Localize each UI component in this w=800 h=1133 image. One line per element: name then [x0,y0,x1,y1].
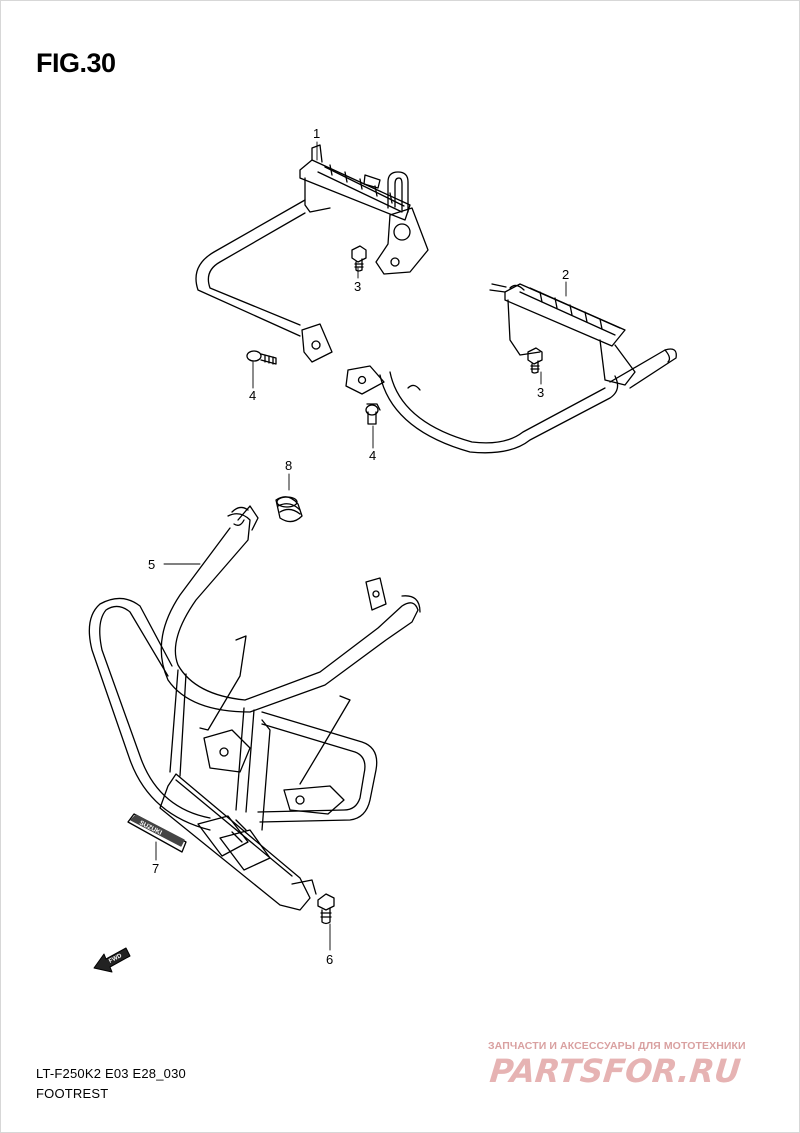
figure-title: FIG.30 [36,48,116,78]
callout-4-right: 4 [369,448,376,463]
model-code: LT-F250K2 E03 E28_030 [36,1066,186,1081]
forward-arrow-icon: FWD [93,947,131,973]
callout-leader-lines [155,141,567,951]
part-1-left-footrest[interactable] [195,144,429,363]
part-8-rubber-cap[interactable] [275,496,303,523]
callout-5: 5 [148,557,155,572]
watermark-tagline: ЗАПЧАСТИ И АКСЕССУАРЫ ДЛЯ МОТОТЕХНИКИ [488,1040,746,1052]
part-4-flange-bolt-right[interactable] [365,403,381,425]
part-5-front-guard[interactable] [88,505,421,911]
callout-6: 6 [326,952,333,967]
callout-3-right: 3 [537,385,544,400]
callout-1: 1 [313,126,320,141]
section-name: FOOTREST [36,1086,109,1101]
callout-8: 8 [285,458,292,473]
part-2-right-footrest[interactable] [345,283,677,454]
callout-4-left: 4 [249,388,256,403]
part-4-flange-bolt-left[interactable] [246,350,277,365]
callout-3-left: 3 [354,279,361,294]
part-3-bolt-left[interactable] [351,245,367,272]
part-7-emblem[interactable]: SUZUKI [127,813,187,853]
callout-2: 2 [562,267,569,282]
callout-7: 7 [152,861,159,876]
part-6-bolt[interactable] [317,893,335,925]
watermark-logo: PARTSFOR.RU [488,1052,743,1090]
part-3-bolt-right[interactable] [527,347,543,374]
